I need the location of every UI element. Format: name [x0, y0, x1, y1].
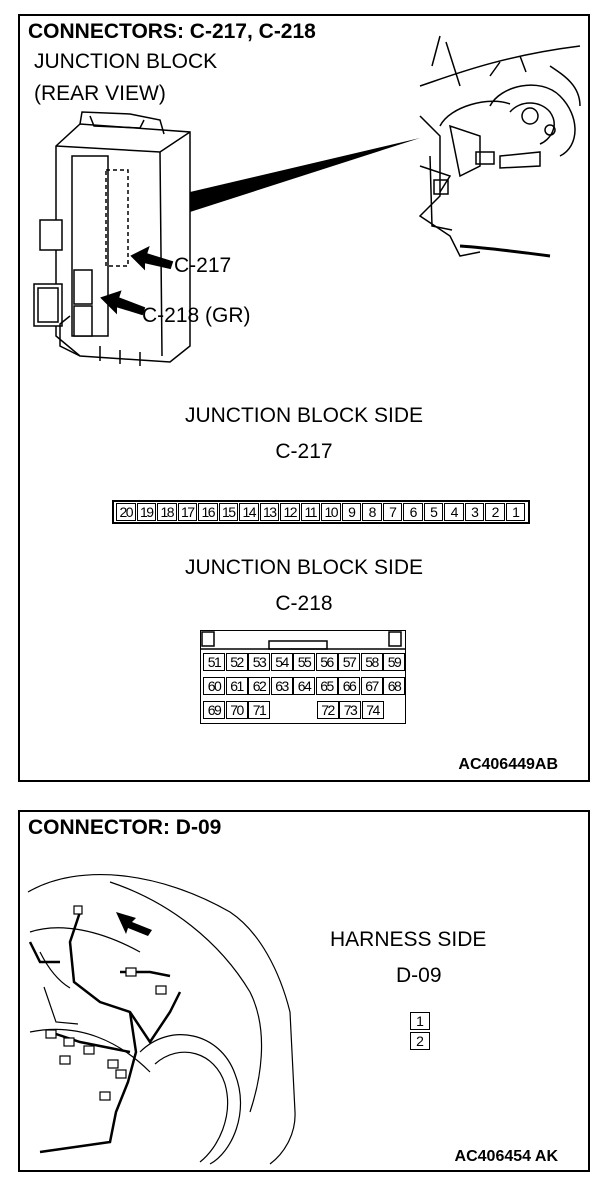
c218-pin: 62	[248, 677, 270, 695]
c218-pin: 69	[203, 701, 225, 719]
c218-pin: 52	[225, 653, 248, 671]
c217-pin: 20	[116, 503, 136, 521]
c217-pin: 19	[136, 503, 156, 521]
panel-title: CONNECTOR: D-09	[28, 816, 222, 839]
c218-pin: 53	[248, 653, 270, 671]
c217-pin: 13	[259, 503, 279, 521]
c218-pin: 68	[383, 677, 405, 695]
vehicle-harness-illustration	[27, 873, 296, 1165]
c218-pin: 70	[225, 701, 248, 719]
c217-pin: 17	[177, 503, 197, 521]
c218-pin: 59	[383, 653, 405, 671]
junction-block-label: JUNCTION BLOCK	[34, 50, 218, 73]
c218-pin: 51	[203, 653, 225, 671]
c218-empty-slot	[271, 701, 317, 719]
connector-panel-c217-c218: CONNECTORS: C-217, C-218 JUNCTION BLOCK …	[18, 14, 590, 782]
c218-pin: 55	[293, 653, 315, 671]
c217-pin: 12	[280, 503, 300, 521]
c218-name: C-218	[275, 592, 333, 615]
connector-panel-d09: CONNECTOR: D-09	[18, 810, 590, 1172]
c217-pin: 2	[485, 503, 505, 521]
c217-pin: 3	[464, 503, 484, 521]
c217-pin: 1	[505, 503, 525, 521]
c217-pin: 8	[362, 503, 382, 521]
harness-side-label: HARNESS SIDE	[330, 928, 487, 951]
c218-side-title: JUNCTION BLOCK SIDE	[184, 556, 424, 579]
figure-code: AC406454 AK	[454, 1148, 558, 1165]
c218-pin: 66	[338, 677, 360, 695]
c218-pin: 65	[315, 677, 338, 695]
c218-pin: 57	[338, 653, 360, 671]
figure-code: AC406449AB	[458, 756, 558, 773]
c217-pin: 16	[198, 503, 218, 521]
c218-pin: 63	[270, 677, 293, 695]
c218-pin: 61	[225, 677, 248, 695]
panel-title: CONNECTORS: C-217, C-218	[28, 20, 316, 43]
rear-view-label: (REAR VIEW)	[34, 82, 166, 105]
c217-pin: 14	[239, 503, 259, 521]
c217-pin: 10	[321, 503, 341, 521]
c218-pin: 74	[361, 701, 384, 719]
c218-pin: 71	[248, 701, 270, 719]
c218-pin: 72	[316, 701, 339, 719]
c218-pin: 73	[339, 701, 361, 719]
d09-name: D-09	[396, 964, 442, 987]
callout-c218-label: C-218 (GR)	[142, 304, 251, 327]
c218-pin: 67	[360, 677, 383, 695]
c217-pin: 5	[423, 503, 443, 521]
c217-pin: 7	[382, 503, 402, 521]
c217-pin: 11	[300, 503, 320, 521]
c217-pin: 6	[403, 503, 423, 521]
callout-c217-label: C-217	[174, 254, 232, 277]
junction-block-illustration	[33, 35, 581, 366]
c217-pin: 4	[444, 503, 464, 521]
d09-pin: 2	[410, 1032, 430, 1050]
c217-pin: 15	[218, 503, 238, 521]
c217-pin: 9	[341, 503, 361, 521]
d09-pin: 1	[410, 1012, 430, 1030]
c218-pin: 64	[293, 677, 315, 695]
c218-pin: 60	[203, 677, 225, 695]
c217-pin: 18	[157, 503, 177, 521]
c218-pin: 54	[270, 653, 293, 671]
c218-pin: 58	[360, 653, 383, 671]
c218-pin: 56	[315, 653, 338, 671]
c217-name: C-217	[275, 440, 333, 463]
c217-side-title: JUNCTION BLOCK SIDE	[184, 404, 424, 427]
